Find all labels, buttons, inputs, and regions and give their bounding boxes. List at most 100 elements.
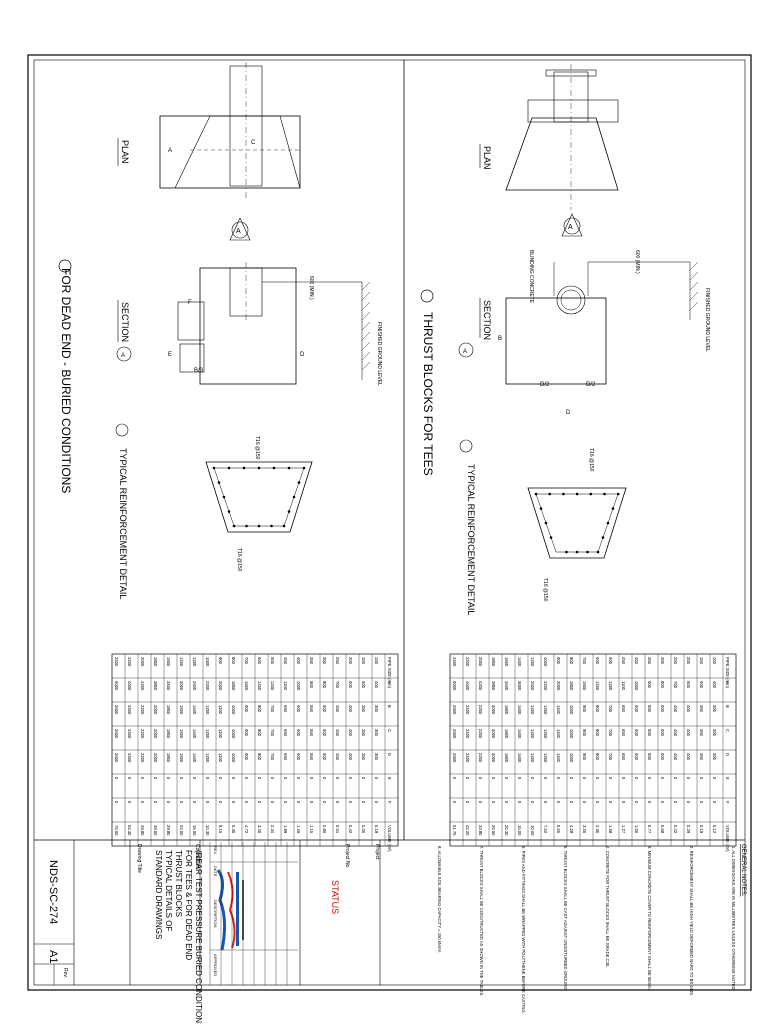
table-cell: 1100 — [556, 729, 561, 739]
tees-section-marker-letter: A — [568, 224, 573, 231]
table-cell: 0 — [335, 801, 340, 804]
table-cell: 2200 — [543, 681, 548, 691]
title-line: THRUST BLOCKS — [174, 850, 183, 917]
title-line: (REAR TEST PRESSURE BURIED CONDITIONS) — [194, 850, 203, 1024]
table-cell: 0.26 — [361, 825, 366, 834]
table-cell: 0 — [231, 777, 236, 780]
table-cell: 51.70 — [452, 825, 457, 836]
table-header-cell: E — [387, 777, 392, 780]
table-cell: 1800 — [166, 705, 171, 715]
table-cell: 1200 — [543, 705, 548, 715]
general-note: 4. CONCRETE FOR THRUST BLOCKS SHALL BE G… — [605, 846, 610, 967]
rebar-dot — [270, 524, 273, 528]
bar-note-top: T16 @150 — [254, 436, 260, 460]
general-note: 7. THRUST BLOCKS SHALL BE CONSTRUCTED AS… — [479, 846, 484, 996]
table-cell: 2200 — [478, 753, 483, 763]
table-cell: 0 — [595, 801, 600, 804]
table-header-cell: PIPE SIZE (mm) — [387, 657, 392, 689]
table-cell: 600 — [348, 681, 353, 689]
rev-header-cell: DATE — [213, 866, 218, 877]
rebar-dot — [575, 492, 579, 496]
table-cell: 1600 — [517, 729, 522, 739]
table-cell: 500 — [660, 729, 665, 737]
table-cell: 400 — [348, 729, 353, 737]
dim-f: F — [188, 300, 192, 306]
table-cell: 3000 — [179, 681, 184, 691]
rebar-dot — [257, 466, 261, 470]
table-cell: 1400 — [517, 657, 522, 667]
table-cell: 2200 — [140, 753, 145, 763]
table-cell: 1600 — [582, 681, 587, 691]
table-cell: 2000 — [478, 657, 483, 667]
table-header-cell: C — [725, 729, 730, 732]
table-cell: 2400 — [127, 729, 132, 739]
table-cell: 0 — [322, 777, 327, 780]
table-cell: 1000 — [296, 681, 301, 691]
table-cell: 350 — [309, 657, 314, 665]
table-cell: 2600 — [452, 705, 457, 715]
table-cell: 1000 — [569, 729, 574, 739]
table-cell: 0 — [231, 801, 236, 804]
rebar-dot — [575, 550, 579, 554]
table-cell: 1800 — [569, 681, 574, 691]
table-cell: 1100 — [218, 729, 223, 739]
table-cell: 49.80 — [140, 825, 145, 836]
table-cell: 0 — [270, 801, 275, 804]
table-cell: 3800 — [491, 681, 496, 691]
table-cell: 0.77 — [647, 825, 652, 834]
table-cell: 0 — [543, 777, 548, 780]
table-cell: 1600 — [504, 657, 509, 667]
table-cell: 0 — [257, 801, 262, 804]
table-cell: 1100 — [218, 753, 223, 763]
table-cell: 0 — [348, 777, 353, 780]
dim-b3: B/3 — [194, 368, 204, 374]
table-cell: 0 — [530, 777, 535, 780]
table-cell: 0 — [335, 777, 340, 780]
table-cell: 450 — [283, 657, 288, 665]
table-cell: 10.60 — [530, 825, 535, 836]
table-cell: 0 — [634, 801, 639, 804]
table-cell: 1100 — [283, 681, 288, 691]
table-cell: 0 — [374, 801, 379, 804]
table-cell: 1200 — [543, 753, 548, 763]
table-cell: 700 — [608, 705, 613, 713]
table-cell: 200 — [686, 657, 691, 665]
table-cell: 1.89 — [283, 825, 288, 834]
table-cell: 1.58 — [608, 825, 613, 834]
reinforcement-outline — [205, 461, 313, 533]
table-cell: 0 — [491, 777, 496, 780]
sheet-size: A1 — [47, 950, 59, 963]
rebar-dot — [565, 550, 568, 554]
table-cell: 0.42 — [348, 825, 353, 834]
rebar-dots — [212, 466, 306, 528]
table-header-cell: VOLUME (m³) — [725, 825, 730, 852]
table-cell: 2000 — [140, 657, 145, 667]
table-cell: 700 — [270, 729, 275, 737]
table-cell: 550 — [647, 705, 652, 713]
table-cell: 3000 — [517, 681, 522, 691]
table-cell: 0 — [517, 801, 522, 804]
table-cell: 1200 — [608, 681, 613, 691]
tees-cover-note: 600 (MIN.) — [634, 250, 640, 274]
table-cell: 500 — [660, 753, 665, 761]
table-cell: 3400 — [166, 681, 171, 691]
table-cell: 2600 — [114, 729, 119, 739]
table-cell: 1000 — [569, 753, 574, 763]
status-text: STATUS — [330, 880, 340, 914]
table-cell: 1100 — [621, 681, 626, 691]
tees-section-arrow — [561, 213, 583, 237]
table-cell: 0 — [140, 801, 145, 804]
table-cell: 200 — [348, 657, 353, 665]
table-cell: 22.00 — [179, 825, 184, 836]
section-key — [177, 301, 205, 341]
table-cell: 300 — [712, 705, 717, 713]
table-cell: 650 — [283, 729, 288, 737]
table-cell: 550 — [309, 753, 314, 761]
table-cell: 100 — [712, 657, 717, 665]
table-cell: 2.30 — [595, 825, 600, 834]
table-header-cell: VOLUME (m³) — [387, 825, 392, 852]
tees-plan-label: PLAN — [482, 146, 492, 170]
table-cell: 0 — [660, 777, 665, 780]
table-cell: 0 — [465, 777, 470, 780]
